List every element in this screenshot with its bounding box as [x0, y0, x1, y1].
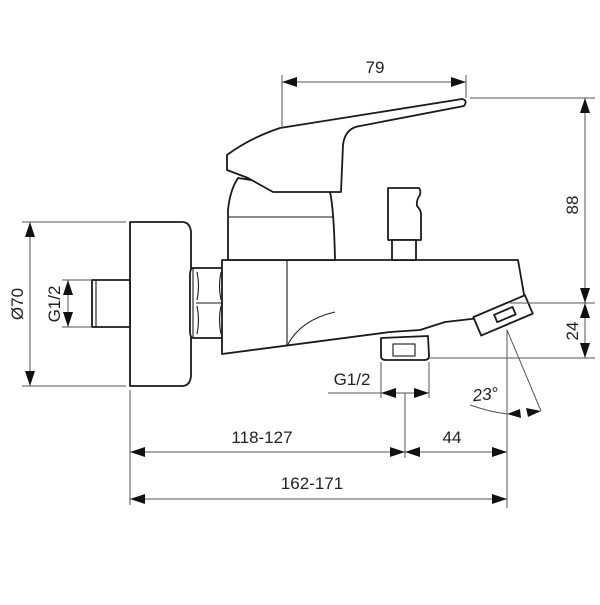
label-wall-to-outlet: 118-127: [231, 428, 292, 447]
spout-aerator: [472, 294, 534, 337]
label-outlet-thread: G1/2: [334, 370, 371, 389]
inlet-thread-stub: [91, 279, 131, 328]
label-wall-plate-diameter: Ø70: [8, 288, 27, 320]
dimension-lines: [22, 75, 595, 508]
label-outlet-to-spout: 44: [443, 428, 462, 447]
label-height-88: 88: [563, 196, 582, 215]
label-spout-height-24: 24: [563, 322, 582, 341]
wall-plate: [129, 221, 192, 387]
label-spout-angle: 23°: [471, 384, 500, 406]
diverter-knob: [387, 187, 422, 241]
outlet-inner: [392, 343, 416, 357]
label-inlet-thread: G1/2: [45, 286, 64, 323]
label-overall-projection: 162-171: [281, 474, 343, 493]
faucet-body: [91, 98, 534, 387]
lever-handle: [226, 98, 467, 193]
label-lever-length: 79: [366, 58, 385, 77]
dimension-labels: 79 88 24 Ø70 G1/2 G1/2 23° 118-127 44 16…: [8, 58, 582, 493]
mixer-body: [221, 259, 526, 355]
diverter-stem: [391, 239, 417, 261]
